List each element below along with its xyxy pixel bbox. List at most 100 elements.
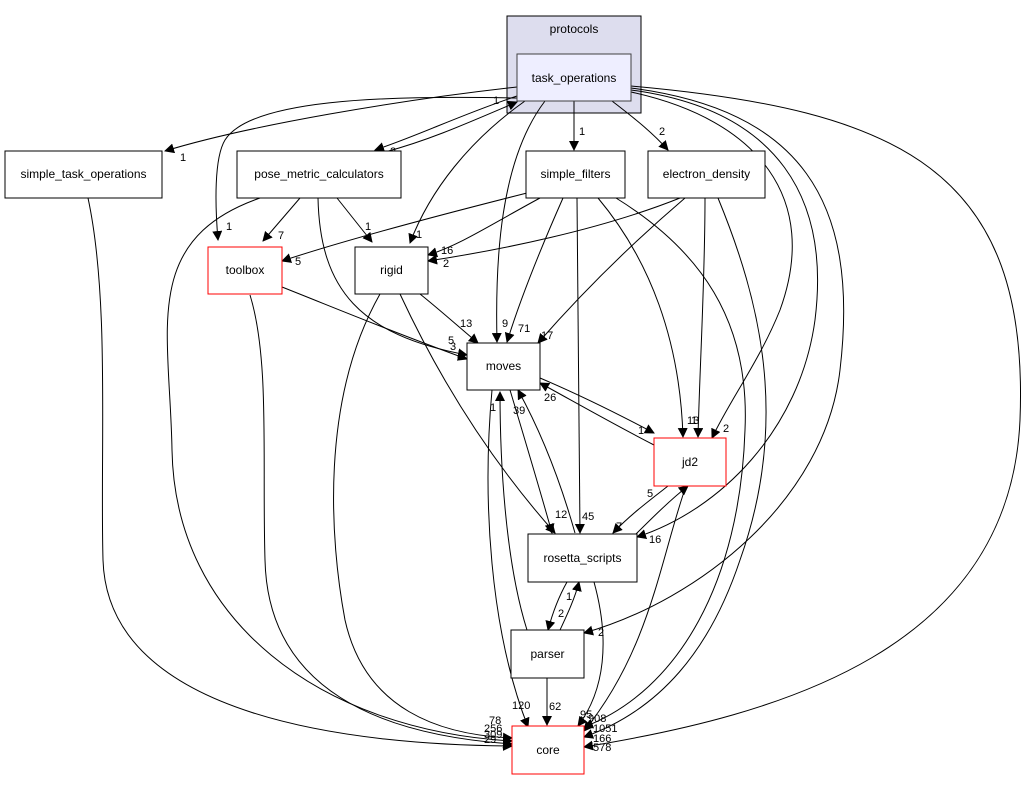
edge-moves-to-core[interactable] xyxy=(487,389,530,728)
edge-rosetta-scripts-to-parser[interactable] xyxy=(545,581,568,631)
edge-task-operations-to-rigid[interactable] xyxy=(408,100,526,244)
edge-label: 17 xyxy=(541,330,553,342)
edge-parser-to-moves[interactable] xyxy=(495,391,528,631)
edge-rigid-to-core[interactable] xyxy=(333,293,513,743)
edge-simple-task-operations-to-core[interactable] xyxy=(87,197,513,751)
edge-label: 1051 xyxy=(593,723,617,735)
edge-label: 1 xyxy=(180,152,186,164)
edge-label: 1 xyxy=(579,126,585,138)
node-label: pose_metric_calculators xyxy=(254,167,383,181)
edge-label: 12 xyxy=(555,509,567,521)
node-rosetta-scripts[interactable]: rosetta_scripts xyxy=(527,533,638,583)
edge-label: 16 xyxy=(441,245,453,257)
edge-label: 166 xyxy=(593,733,611,745)
node-label: toolbox xyxy=(226,263,265,277)
edge-label: 256 xyxy=(484,723,502,735)
node-label: core xyxy=(536,743,560,757)
node-label: electron_density xyxy=(663,167,750,181)
edge-moves-to-jd2[interactable] xyxy=(539,377,655,434)
edge-label: 1 xyxy=(365,221,371,233)
node-simple-filters[interactable]: simple_filters xyxy=(525,150,626,199)
edge-parser-to-rosetta-scripts[interactable] xyxy=(559,581,582,631)
edge-label: 78 xyxy=(489,715,501,727)
edge-rigid-to-moves[interactable] xyxy=(419,293,479,344)
node-rigid[interactable]: rigid xyxy=(354,246,429,295)
edge-label: 2 xyxy=(598,627,604,639)
node-label: moves xyxy=(486,359,521,373)
edge-toolbox-to-moves[interactable] xyxy=(281,286,468,361)
edge-jd2-to-rosetta-scripts[interactable] xyxy=(612,485,669,534)
edge-label: 71 xyxy=(518,323,530,335)
edge-electron-density-to-jd2[interactable] xyxy=(693,197,706,438)
edge-pose-metric-calculators-to-moves[interactable] xyxy=(317,197,468,359)
edge-simple-filters-to-jd2[interactable] xyxy=(597,197,688,438)
node-label: parser xyxy=(530,647,564,661)
edge-label: 1 xyxy=(493,95,499,107)
edge-label: 45 xyxy=(582,511,594,523)
edge-electron-density-to-moves[interactable] xyxy=(537,197,686,344)
edge-electron-density-to-core[interactable] xyxy=(583,197,767,739)
edge-task-operations-to-rosetta-scripts[interactable] xyxy=(630,89,819,539)
node-jd2[interactable]: jd2 xyxy=(653,437,727,487)
edge-label: 1 xyxy=(490,402,496,414)
edge-label: 62 xyxy=(549,701,561,713)
edge-task-operations-to-pose-metric-calculators[interactable] xyxy=(374,95,518,152)
edge-label: 2 xyxy=(443,258,449,270)
edge-label: 1 xyxy=(691,415,697,427)
edge-rosetta-scripts-to-jd2[interactable] xyxy=(629,485,689,541)
edges xyxy=(87,85,1022,751)
edge-task-operations-to-core[interactable] xyxy=(583,85,1022,751)
edge-label: 9 xyxy=(502,318,508,330)
edge-task-operations-to-simple-task-operations[interactable] xyxy=(164,86,518,154)
edge-label: 2 xyxy=(558,608,564,620)
edge-label: 309 xyxy=(484,729,502,741)
edge-rigid-to-rosetta-scripts[interactable] xyxy=(399,293,556,534)
edge-pose-metric-calculators-to-toolbox[interactable] xyxy=(262,197,301,242)
edge-jd2-to-core[interactable] xyxy=(583,485,687,732)
edge-label: 1 xyxy=(638,425,644,437)
edge-simple-filters-to-moves[interactable] xyxy=(504,197,564,343)
edge-label: 26 xyxy=(544,392,556,404)
edge-task-operations-to-toolbox[interactable] xyxy=(212,96,518,241)
edge-label: 2 xyxy=(659,126,665,138)
edge-pose-metric-calculators-to-core[interactable] xyxy=(166,197,513,746)
node-simple-task-operations[interactable]: simple_task_operations xyxy=(4,150,163,199)
edge-toolbox-to-core[interactable] xyxy=(249,294,513,749)
edge-electron-density-to-rigid[interactable] xyxy=(427,197,681,265)
node-label: jd2 xyxy=(681,455,698,469)
edge-simple-filters-to-toolbox[interactable] xyxy=(281,192,528,263)
node-label: simple_task_operations xyxy=(20,167,146,181)
node-toolbox[interactable]: toolbox xyxy=(207,246,283,295)
edge-rosetta-scripts-to-core[interactable] xyxy=(577,581,604,727)
edge-task-operations-to-moves[interactable] xyxy=(491,100,546,343)
edge-rosetta-scripts-to-moves[interactable] xyxy=(517,389,576,534)
cluster-label: protocols xyxy=(550,22,599,36)
edge-simple-filters-to-rosetta-scripts[interactable] xyxy=(574,197,585,534)
node-core[interactable]: core xyxy=(511,725,585,775)
node-task-operations[interactable]: task_operations xyxy=(516,53,632,102)
node-pose-metric-calculators[interactable]: pose_metric_calculators xyxy=(236,150,402,199)
node-moves[interactable]: moves xyxy=(466,342,541,391)
edge-moves-to-rosetta-scripts[interactable] xyxy=(509,389,555,534)
edge-label: 5 xyxy=(448,335,454,347)
edge-label: 120 xyxy=(512,700,530,712)
edge-label: 7 xyxy=(278,230,284,242)
edge-task-operations-to-electron-density[interactable] xyxy=(611,100,669,151)
edge-labels: 1 2 1 1 2 1 1 9 2 16 2 578 7 1 3 5 16 71… xyxy=(180,95,729,754)
edge-task-operations-to-jd2[interactable] xyxy=(630,91,793,439)
node-parser[interactable]: parser xyxy=(510,629,585,679)
edge-label: 1 xyxy=(566,591,572,603)
edge-label: 13 xyxy=(460,318,472,330)
node-electron-density[interactable]: electron_density xyxy=(647,150,766,199)
edge-pose-metric-calculators-to-rigid[interactable] xyxy=(336,197,373,243)
node-label: rigid xyxy=(380,263,403,277)
edge-simple-filters-to-rigid[interactable] xyxy=(427,197,541,258)
edge-task-operations-to-parser[interactable] xyxy=(583,87,845,636)
edge-simple-filters-to-core[interactable] xyxy=(583,197,746,729)
edge-label: 5 xyxy=(647,488,653,500)
edge-pose-metric-calculators-to-task-operations[interactable] xyxy=(384,100,518,153)
edge-label: 13 xyxy=(687,415,699,427)
edge-label: 29 xyxy=(484,734,496,746)
edge-jd2-to-moves[interactable] xyxy=(539,382,655,446)
edge-label: 95 xyxy=(580,709,592,721)
